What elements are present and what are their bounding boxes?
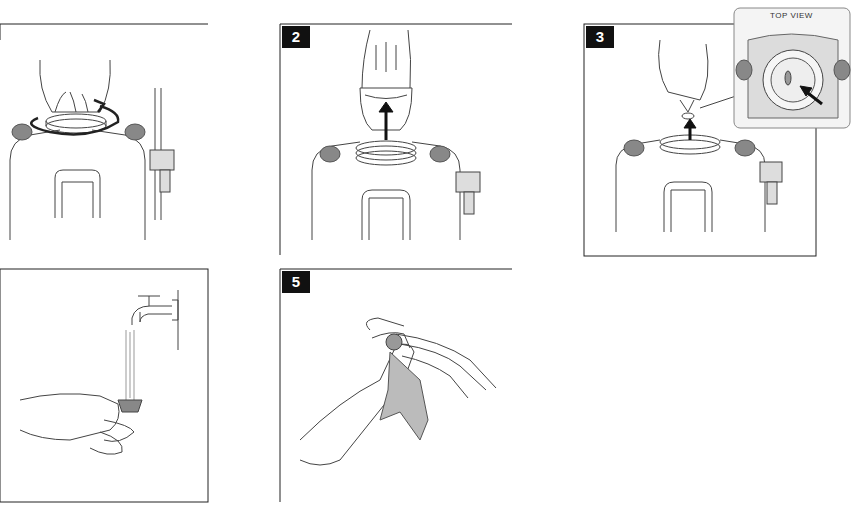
- step-number: 3: [586, 26, 614, 48]
- step-number: 5: [282, 271, 310, 293]
- step-number: 2: [282, 26, 310, 48]
- inset-caption: TOP VIEW: [768, 11, 815, 20]
